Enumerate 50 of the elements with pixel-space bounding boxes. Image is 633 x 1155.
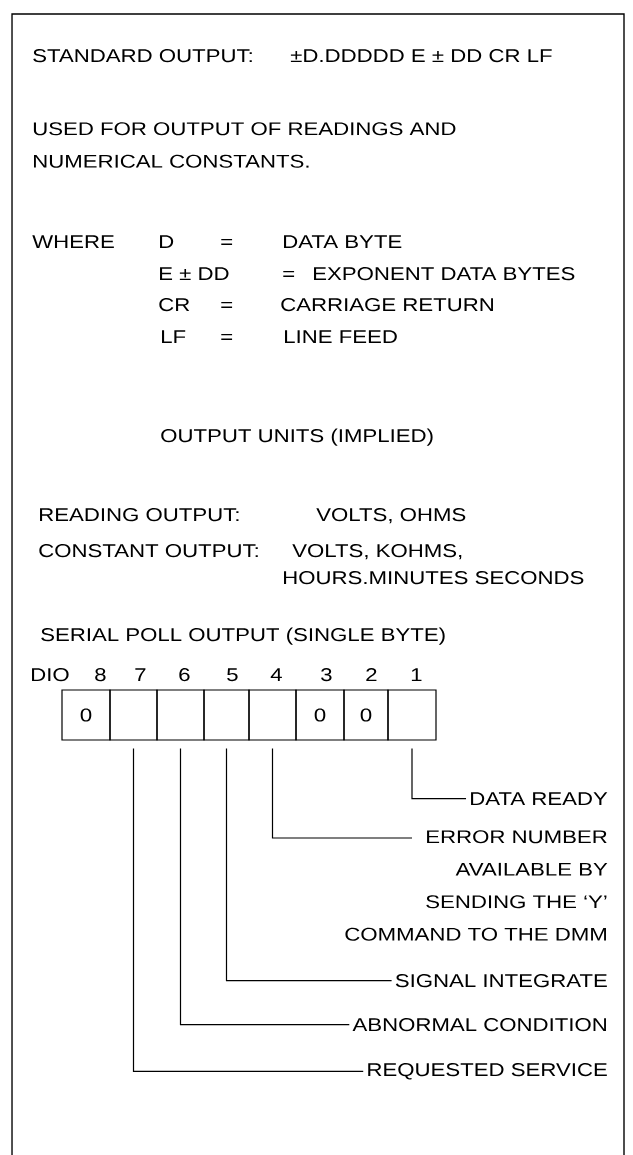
bit-cell bbox=[203, 689, 250, 741]
table-text: READING OUTPUT: bbox=[40, 508, 239, 522]
bit-cell: 0 bbox=[61, 689, 111, 741]
bit-cell: 0 bbox=[295, 689, 345, 741]
bit-number: 4 bbox=[270, 668, 282, 681]
table-text: CR bbox=[159, 298, 190, 312]
table-text: HOURS.MINUTES SECONDS bbox=[284, 571, 584, 585]
table-text: LINE FEED bbox=[285, 330, 397, 343]
table-text: D bbox=[160, 235, 174, 248]
heading-text: OUTPUT UNITS (IMPLIED) bbox=[161, 428, 433, 446]
bit-label: DIO bbox=[32, 668, 69, 682]
table-text: = bbox=[221, 238, 233, 245]
bit-number: 6 bbox=[179, 668, 190, 682]
heading-text: SERIAL POLL OUTPUT (SINGLE BYTE) bbox=[41, 627, 445, 645]
table-text: LF bbox=[162, 330, 186, 343]
callout-text: ERROR NUMBER AVAILABLE BY SENDING THE ‘Y’ COMMAND TO THE DMM bbox=[345, 830, 608, 941]
table-text: = bbox=[221, 301, 233, 308]
table-text: E ± DD bbox=[160, 267, 229, 280]
table-text: EXPONENT DATA BYTES bbox=[314, 267, 575, 281]
bit-cell bbox=[387, 689, 437, 741]
leader-line bbox=[225, 748, 393, 982]
table-text: CARRIAGE RETURN bbox=[281, 298, 493, 312]
bit-cell: 0 bbox=[343, 689, 389, 741]
callout-text: SIGNAL INTEGRATE bbox=[395, 974, 607, 988]
table-text: = bbox=[283, 270, 295, 277]
table-text: VOLTS, KOHMS, bbox=[292, 544, 462, 560]
callout-text: DATA READY bbox=[471, 792, 608, 805]
callout-text: ABNORMAL CONDITION bbox=[352, 1018, 606, 1032]
callout-text: REQUESTED SERVICE bbox=[368, 1063, 607, 1080]
table-text: = bbox=[221, 333, 233, 340]
bit-cell bbox=[156, 689, 205, 741]
table-text: DATA BYTE bbox=[284, 235, 402, 248]
bit-number: 8 bbox=[95, 668, 106, 682]
table-text: CONSTANT OUTPUT: bbox=[39, 544, 258, 558]
leader-line bbox=[271, 748, 413, 839]
bit-number: 1 bbox=[411, 668, 422, 681]
bit-number: 7 bbox=[135, 668, 146, 681]
bit-cell bbox=[248, 689, 297, 741]
format-text: STANDARD OUTPUT: bbox=[33, 49, 252, 63]
bit-number: 2 bbox=[366, 668, 377, 681]
table-text: WHERE bbox=[32, 235, 114, 248]
table-text: VOLTS, OHMS bbox=[316, 508, 466, 524]
bit-cell bbox=[109, 689, 158, 741]
leader-line bbox=[411, 748, 467, 800]
bit-number: 5 bbox=[227, 668, 238, 682]
format-text: ±D.DDDDD E ± DD CR LF bbox=[290, 49, 552, 63]
leader-line bbox=[132, 748, 364, 1072]
leader-line bbox=[179, 748, 350, 1026]
note-text: USED FOR OUTPUT OF READINGS AND NUMERICAL CONSTANTS. bbox=[33, 122, 456, 168]
bit-number: 3 bbox=[321, 668, 332, 682]
